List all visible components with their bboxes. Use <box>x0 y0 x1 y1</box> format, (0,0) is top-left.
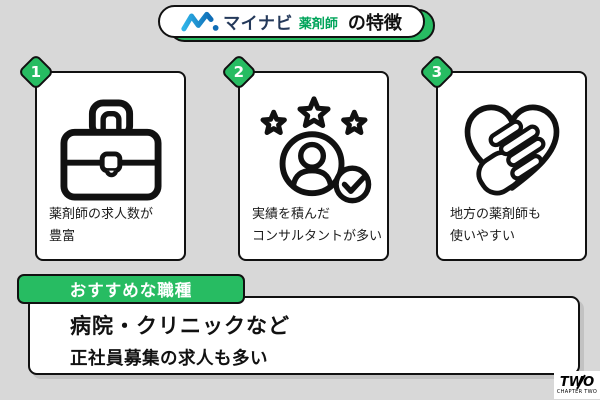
feature-3-caption-line1: 地方の薬剤師も <box>450 207 542 223</box>
hand-on-heart-icon <box>464 104 559 196</box>
consultant-stars-icon <box>260 96 371 204</box>
feature-card-1: 1 薬剤師の求人数が 豊富 <box>17 53 186 261</box>
header-pill: マイナビ 薬剤師 の特徴 <box>158 5 425 38</box>
header-suffix-text: の特徴 <box>347 12 402 34</box>
feature-1-caption-line2: 豊富 <box>49 229 76 245</box>
brand-mynavi-text: マイナビ <box>223 14 293 34</box>
feature-2-caption: 実績を積んだ コンサルタントが多い <box>252 204 385 248</box>
feature-3-caption: 地方の薬剤師も 使いやすい <box>450 204 583 248</box>
feature-3-number-badge: 3 <box>418 53 456 91</box>
chapter-two-watermark: TWO CHAPTER TWO <box>554 371 600 399</box>
recommended-jobs-tab: おすすめな職種 <box>17 274 245 304</box>
feature-1-icon-box <box>37 93 184 205</box>
recommended-jobs-box: 病院・クリニックなど 正社員募集の求人も多い <box>28 296 580 375</box>
feature-2-caption-line2: コンサルタントが多い <box>252 229 383 245</box>
recommended-jobs-line1: 病院・クリニックなど <box>70 314 290 338</box>
feature-2-number: 2 <box>233 62 245 81</box>
feature-1-number: 1 <box>30 62 42 81</box>
feature-1-caption: 薬剤師の求人数が 豊富 <box>49 204 182 248</box>
brand-service-text: 薬剤師 <box>298 17 338 32</box>
chapter-two-tagline: CHAPTER TWO <box>556 388 598 395</box>
feature-card-3: 3 地方の薬剤師も 使いやすい <box>418 53 587 261</box>
briefcase-icon <box>59 99 162 201</box>
mynavi-wave-icon <box>181 11 219 31</box>
header-banner: マイナビ 薬剤師 の特徴 <box>158 5 435 42</box>
feature-3-number: 3 <box>431 62 443 81</box>
recommended-jobs-line2: 正社員募集の求人も多い <box>70 349 268 369</box>
feature-2-caption-line1: 実績を積んだ <box>252 207 331 223</box>
feature-3-icon-box <box>438 93 585 205</box>
feature-card-2: 2 実績を積んだ コンサルタントが多い <box>220 53 389 261</box>
feature-2-number-badge: 2 <box>220 53 258 91</box>
chapter-two-logo: TWO <box>559 374 595 390</box>
feature-1-number-badge: 1 <box>17 53 55 91</box>
feature-3-caption-line2: 使いやすい <box>450 229 516 245</box>
feature-2-icon-box <box>240 93 387 205</box>
feature-1-caption-line1: 薬剤師の求人数が <box>49 207 154 223</box>
